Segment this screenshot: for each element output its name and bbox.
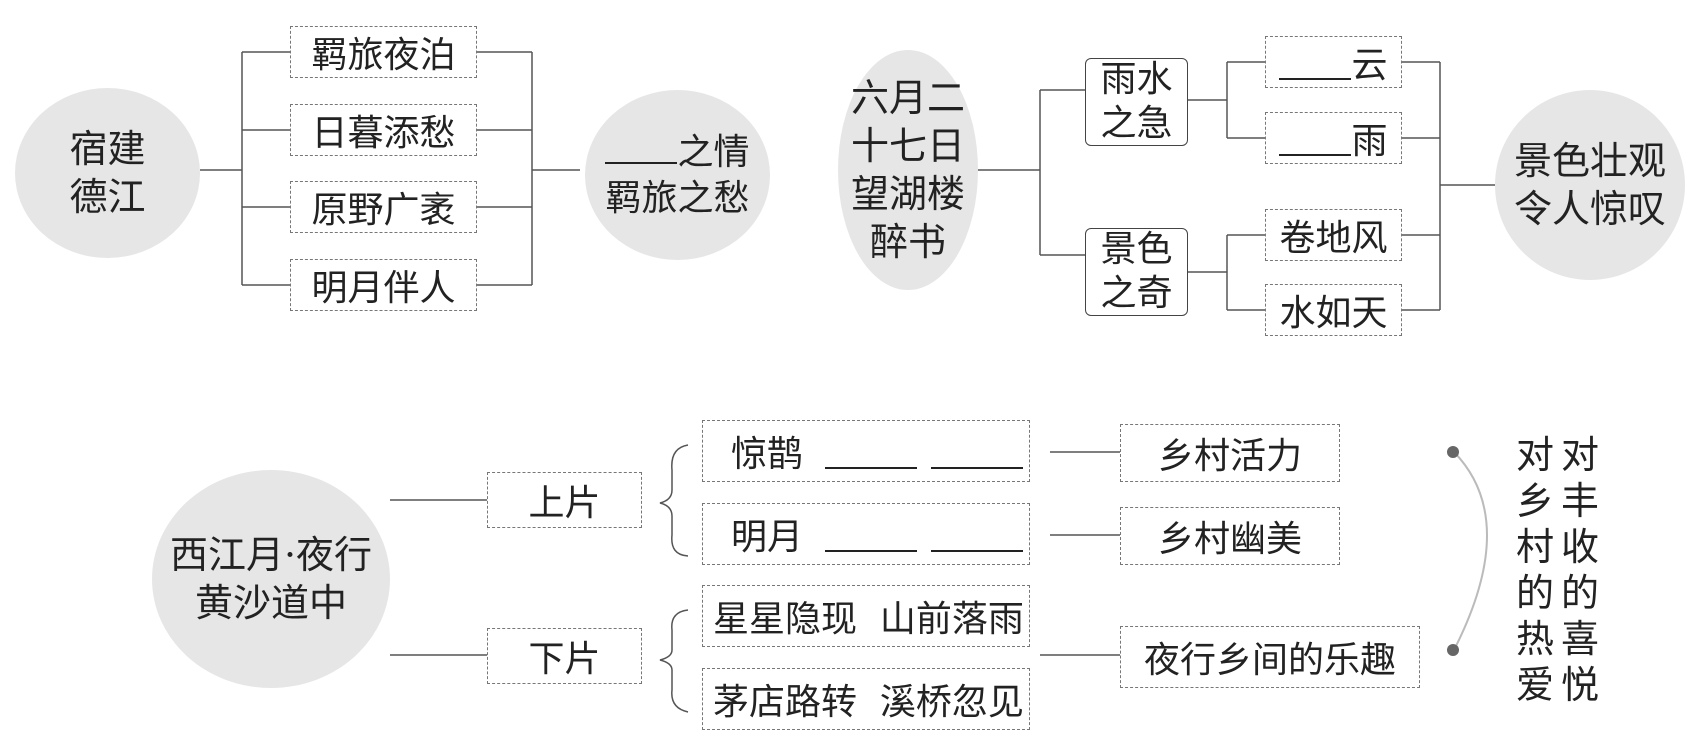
d1-result-line2: 羁旅之愁 (605, 178, 750, 219)
d3-mid-1-text: 乡村活力 (1157, 436, 1302, 477)
d3-arc-dot-bottom (1447, 644, 1459, 656)
d1-title: 宿建 德江 (69, 127, 146, 219)
d3-row-4: 茅店路转 溪桥忽见 (702, 668, 1030, 730)
d2-item-water: 水如天 (1265, 284, 1402, 336)
d3-row-2-label: 明月 (731, 517, 804, 558)
d3-col-right: 对丰收的喜悦 (1560, 433, 1599, 707)
d2-item-water-text: 水如天 (1279, 293, 1388, 334)
d2-item-rain: 雨 (1265, 112, 1402, 164)
d1-item-2: 日暮添愁 (290, 104, 477, 156)
d1-item-3-text: 原野广袤 (311, 190, 456, 231)
d3-row-1-blank-2 (931, 433, 1024, 469)
d2-branch-2-text: 景色 之奇 (1100, 229, 1173, 314)
d3-row-2: 明月 (702, 503, 1030, 565)
d1-item-1: 羁旅夜泊 (290, 26, 477, 78)
d3-arc-dot-top (1447, 446, 1459, 458)
d2-item-cloud-text: 云 (1351, 45, 1388, 86)
d3-col-left: 对乡村的热爱 (1515, 433, 1554, 707)
d3-row-3-text: 星星隐现 山前落雨 (713, 599, 1024, 640)
d2-title: 六月二 十七日 望湖楼 醉书 (850, 76, 965, 264)
d3-row-4-text: 茅店路转 溪桥忽见 (713, 682, 1024, 723)
d2-title-node: 六月二 十七日 望湖楼 醉书 (838, 50, 978, 290)
d3-part-1-text: 上片 (528, 483, 601, 524)
d1-title-node: 宿建 德江 (15, 88, 200, 258)
d3-row-1-label: 惊鹊 (731, 434, 804, 475)
d3-row-3: 星星隐现 山前落雨 (702, 585, 1030, 647)
d3-mid-2-text: 乡村幽美 (1157, 519, 1302, 560)
d1-result-blank (605, 128, 678, 164)
d2-branch-1-text: 雨水 之急 (1100, 59, 1173, 144)
d2-item-wind: 卷地风 (1265, 209, 1402, 261)
d3-mid-1: 乡村活力 (1120, 424, 1340, 482)
d3-mid-3-text: 夜行乡间的乐趣 (1143, 640, 1396, 681)
d1-result-node: 之情 羁旅之愁 (585, 90, 770, 260)
d3-part-2: 下片 (487, 628, 642, 684)
d3-row-1: 惊鹊 (702, 420, 1030, 482)
d1-item-1-text: 羁旅夜泊 (311, 35, 456, 76)
d2-item-rain-text: 雨 (1351, 121, 1388, 162)
d3-row-1-blank-1 (825, 433, 918, 469)
d2-item-wind-text: 卷地风 (1279, 218, 1388, 259)
d3-mid-3: 夜行乡间的乐趣 (1120, 626, 1420, 688)
d1-result-suffix: 之情 (677, 132, 750, 173)
d1-item-4: 明月伴人 (290, 259, 477, 311)
d3-mid-2: 乡村幽美 (1120, 507, 1340, 565)
d3-title-node: 西江月·夜行 黄沙道中 (152, 470, 390, 688)
d2-branch-1: 雨水 之急 (1085, 58, 1188, 146)
d1-item-4-text: 明月伴人 (311, 268, 456, 309)
d2-item-cloud-blank (1279, 44, 1352, 80)
d3-part-1: 上片 (487, 472, 642, 528)
d2-item-rain-blank (1279, 120, 1352, 156)
d2-branch-2: 景色 之奇 (1085, 228, 1188, 316)
d3-row-2-blank-1 (825, 516, 918, 552)
d3-title: 西江月·夜行 黄沙道中 (169, 533, 373, 625)
d3-row-2-blank-2 (931, 516, 1024, 552)
d1-item-2-text: 日暮添愁 (311, 113, 456, 154)
d2-item-cloud: 云 (1265, 36, 1402, 88)
d1-item-3: 原野广袤 (290, 181, 477, 233)
d2-result-node: 景色壮观 令人惊叹 (1495, 90, 1685, 280)
d2-result-text: 景色壮观 令人惊叹 (1513, 139, 1666, 231)
d3-part-2-text: 下片 (528, 639, 601, 680)
